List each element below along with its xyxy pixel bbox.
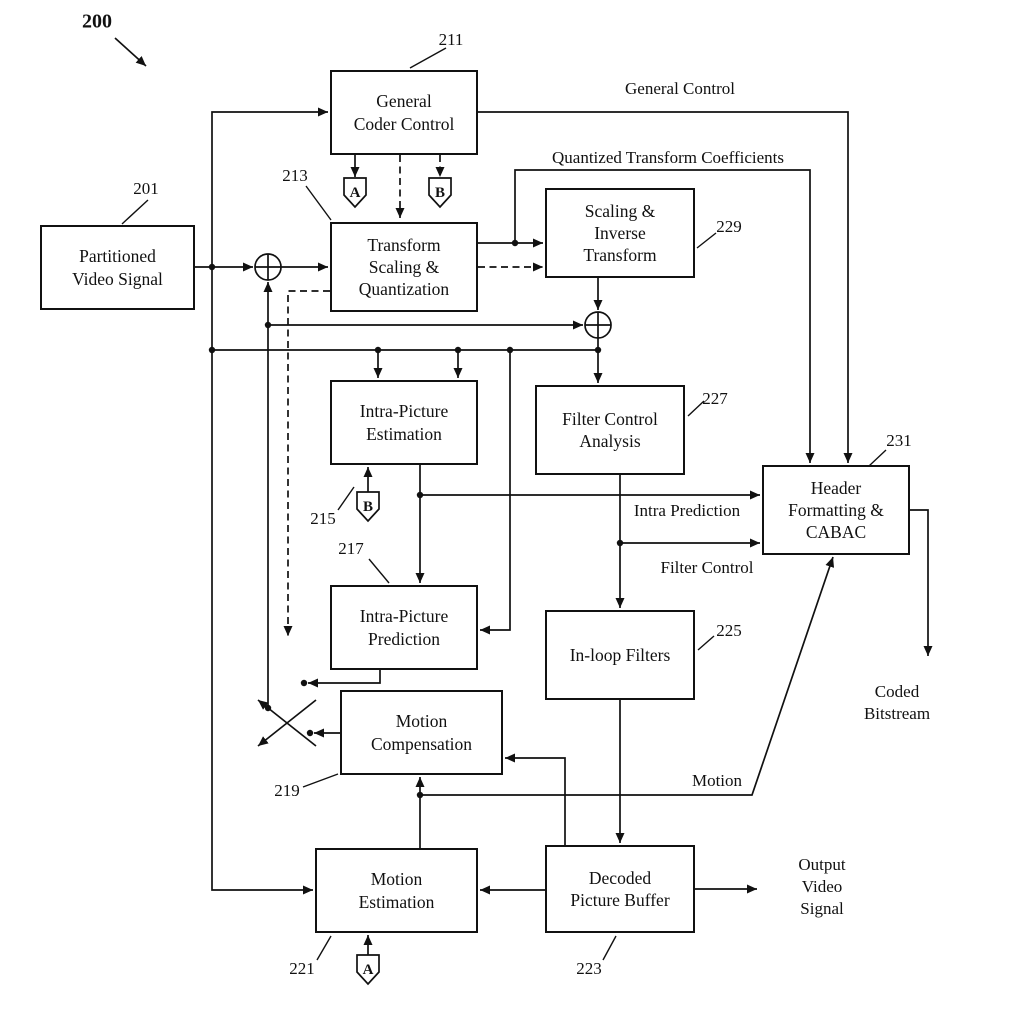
block-filter-control-analysis: Filter Control Analysis [535, 385, 685, 475]
block-label-line: Scaling & [368, 256, 440, 277]
block-label-line: General [376, 91, 432, 112]
block-motion-compensation: Motion Compensation [340, 690, 503, 775]
edge-label-line: Output [798, 854, 846, 874]
ref-numeral-231: 231 [886, 431, 912, 450]
signal-wires [114, 37, 933, 955]
ref-numeral-211: 211 [438, 30, 464, 49]
ref-numeral-215: 215 [310, 509, 336, 528]
block-in-loop-filters: In-loop Filters [545, 610, 695, 700]
connector-b-label: B [363, 499, 373, 515]
connector-badge-a-motion: A [356, 954, 380, 986]
connector-badge-a-top: A [343, 177, 367, 209]
ref-numeral-221: 221 [289, 959, 315, 978]
edge-label-general-control: General Control [625, 78, 735, 98]
block-header-formatting-cabac: Header Formatting & CABAC [762, 465, 910, 555]
edge-label-line: Bitstream [863, 704, 931, 723]
block-label-line: Transform [367, 234, 441, 255]
ref-numeral-227: 227 [702, 389, 728, 408]
block-intra-picture-estimation: Intra-Picture Estimation [330, 380, 478, 465]
edge-label-filter-control: Filter Control [660, 557, 754, 577]
edge-label-intra-prediction: Intra Prediction [633, 500, 741, 520]
block-label-line: Intra-Picture [359, 606, 449, 627]
ref-leader-lines [121, 47, 887, 961]
block-label-line: Filter Control [562, 408, 658, 429]
connector-b-label: B [435, 185, 445, 201]
ref-numeral-213: 213 [282, 166, 308, 185]
edge-label-motion: Motion [691, 770, 743, 790]
block-transform-scaling-quantization: Transform Scaling & Quantization [330, 222, 478, 312]
edge-label-coded-bitstream: Coded Bitstream [864, 681, 930, 725]
block-label-line: Header [810, 477, 862, 498]
block-label-line: In-loop Filters [569, 644, 671, 665]
edge-label-line: Video [801, 876, 843, 896]
ref-numeral-225: 225 [716, 621, 742, 640]
block-label-line: Scaling & [584, 200, 656, 221]
block-scaling-inverse-transform: Scaling & Inverse Transform [545, 188, 695, 278]
block-label-line: Estimation [358, 891, 435, 912]
block-label-line: Prediction [368, 628, 440, 649]
control-wires [283, 155, 543, 636]
block-label-line: Compensation [370, 733, 473, 754]
block-partitioned-video-signal: Partitioned Video Signal [40, 225, 195, 310]
block-label-line: Motion [370, 869, 423, 890]
edge-label-line: Coded [874, 681, 920, 701]
edge-label-line: Signal [800, 899, 844, 919]
block-label-line: Quantization [358, 279, 450, 300]
adder-icon [584, 311, 612, 339]
connector-a-label: A [363, 962, 374, 978]
connector-a-label: A [350, 185, 361, 201]
block-label-line: Picture Buffer [570, 890, 670, 910]
junction-dots [208, 239, 624, 799]
figure-number: 200 [82, 10, 112, 33]
edge-label-quantized-transform-coefficients: Quantized Transform Coefficients [552, 147, 784, 167]
connector-badge-b-intra: B [356, 491, 380, 523]
ref-numeral-201: 201 [133, 179, 159, 198]
block-label-line: Motion [395, 711, 448, 732]
ref-numeral-223: 223 [576, 959, 602, 978]
block-label-line: Video Signal [72, 268, 163, 289]
ref-numeral-217: 217 [338, 539, 364, 558]
ref-numeral-229: 229 [716, 217, 742, 236]
block-label-line: Formatting & [788, 499, 884, 520]
connector-badge-b-top: B [428, 177, 452, 209]
block-decoded-picture-buffer: Decoded Picture Buffer [545, 845, 695, 933]
block-label-line: Inverse [594, 222, 646, 243]
block-label-line: Estimation [366, 423, 442, 444]
adder-icon [254, 253, 282, 281]
block-motion-estimation: Motion Estimation [315, 848, 478, 933]
edge-label-output-video-signal: Output Video Signal [798, 854, 845, 920]
block-label-line: Intra-Picture [359, 401, 449, 422]
block-label-line: Transform [583, 245, 657, 266]
block-general-coder-control: General Coder Control [330, 70, 478, 155]
block-label-line: Analysis [579, 431, 641, 451]
block-label-line: Decoded [588, 867, 652, 888]
block-label-line: Coder Control [353, 113, 455, 134]
block-label-line: CABAC [805, 522, 867, 543]
block-intra-picture-prediction: Intra-Picture Prediction [330, 585, 478, 670]
block-label-line: Partitioned [79, 246, 156, 267]
ref-numeral-219: 219 [274, 781, 300, 800]
